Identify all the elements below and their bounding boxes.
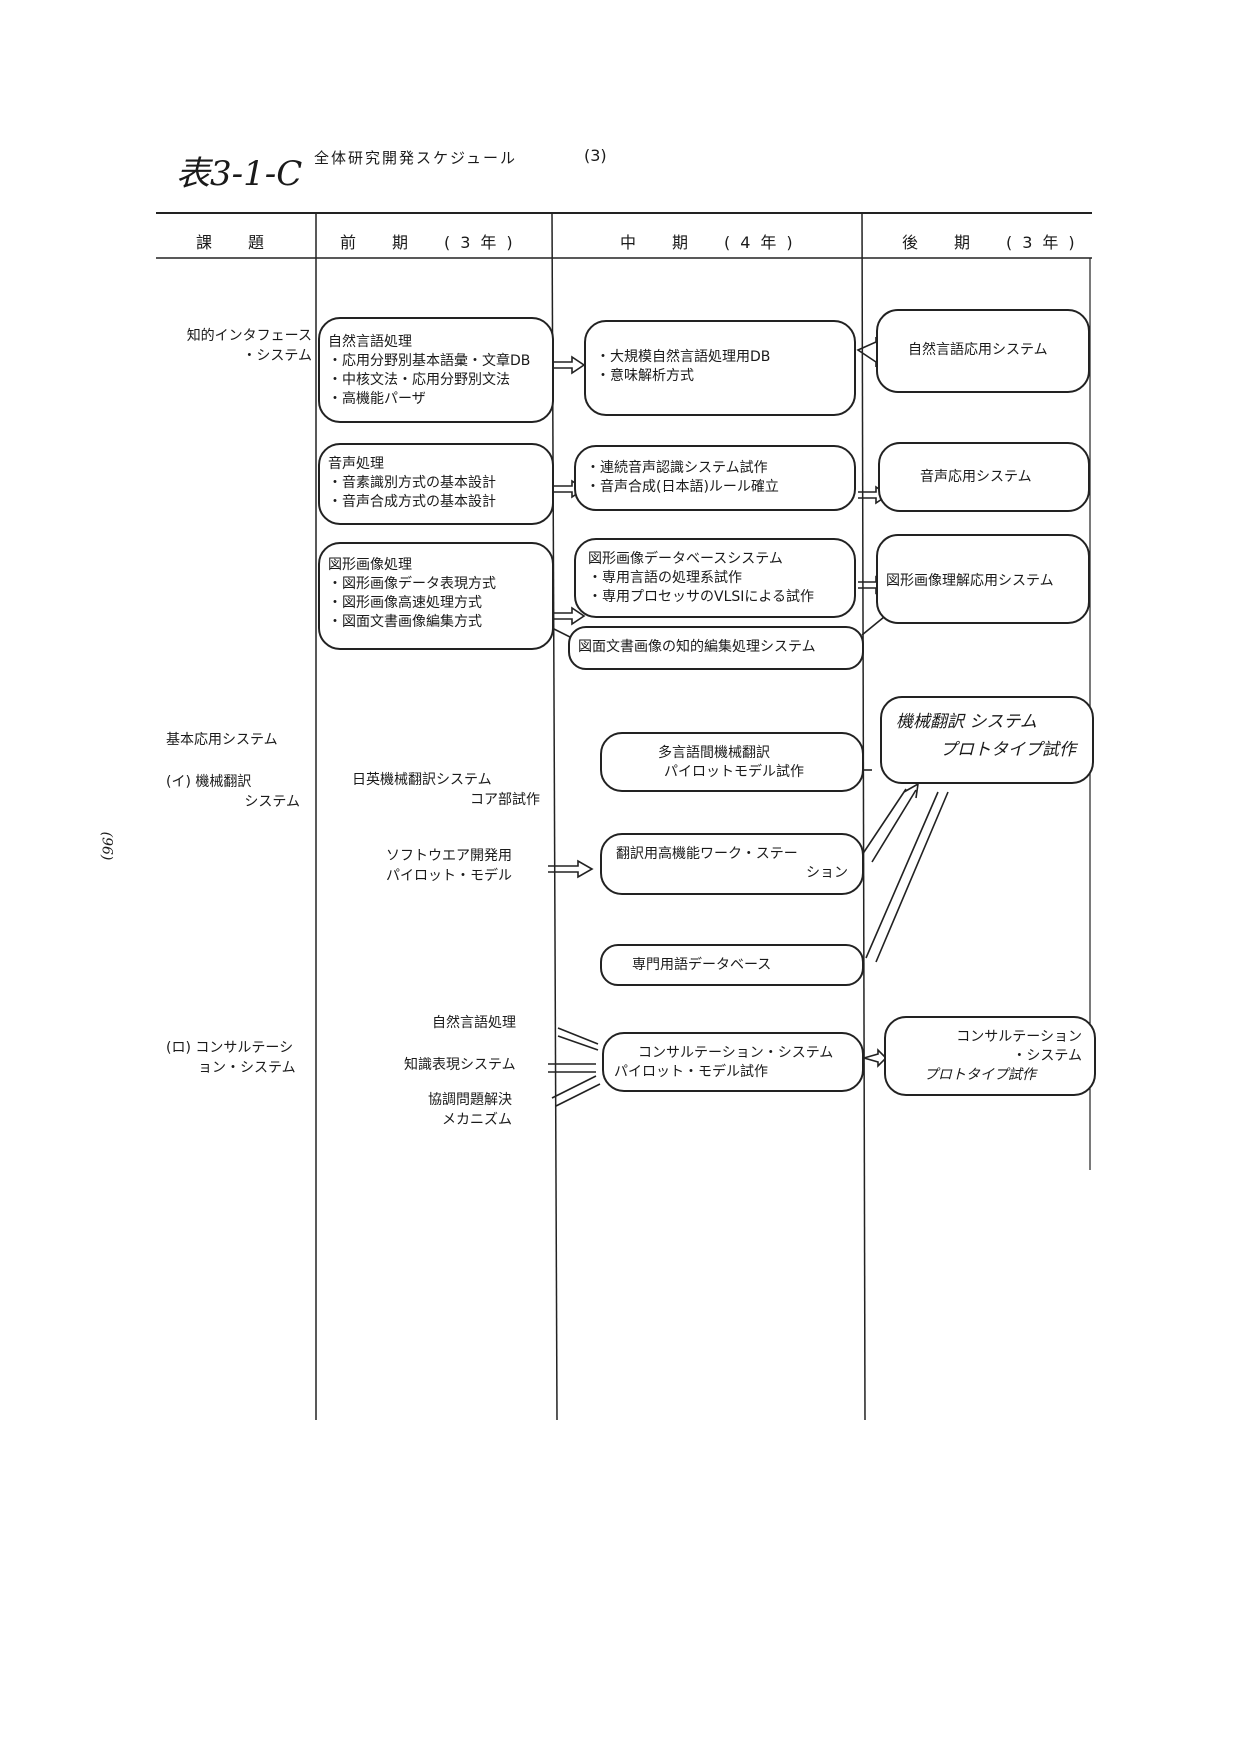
arrow-ws-mt [861, 782, 920, 863]
early-mt-soft: ソフトウエア開発用 パイロット・モデル [374, 846, 544, 886]
late-image-box: 図形画像理解応用システム [876, 534, 1090, 624]
early-mt-core-1: コア部試作 [470, 792, 540, 808]
topic-consult: (ロ) コンサルテーシ ョン・システム [166, 1038, 296, 1078]
mid-speech-1: ・音声合成(日本語)ルール確立 [586, 479, 779, 495]
topic-mt-line2: システム [244, 794, 300, 810]
mid-speech-0: ・連続音声認識システム試作 [586, 460, 768, 476]
early-speech-0: 音声処理 [328, 456, 384, 472]
early-nlp-box: 自然言語処理 ・応用分野別基本語彙・文章DB ・中核文法・応用分野別文法 ・高機… [318, 317, 554, 423]
late-mt-1: プロトタイプ試作 [940, 740, 1076, 760]
mid-speech-box: ・連続音声認識システム試作 ・音声合成(日本語)ルール確立 [574, 445, 856, 511]
arrow-mt-soft [548, 859, 594, 879]
mid-mt-multi-0: 多言語間機械翻訳 [658, 745, 770, 761]
early-c-coop-0: 協調問題解決 [428, 1092, 512, 1108]
early-image-1: ・図形画像データ表現方式 [328, 576, 496, 592]
late-consult-box: コンサルテーション ・システム プロトタイプ試作 [884, 1016, 1096, 1096]
early-c-kr: 知識表現システム [404, 1057, 516, 1073]
header-early: 前 期 (3年) [340, 233, 523, 252]
early-mt-soft-1: パイロット・モデル [386, 868, 512, 884]
mid-consult-box: コンサルテーション・システム パイロット・モデル試作 [602, 1032, 864, 1092]
early-mt-core: 日英機械翻訳システム コア部試作 [340, 770, 540, 810]
mid-consult-1: パイロット・モデル試作 [614, 1064, 768, 1080]
arrow-consult-late [863, 1048, 888, 1068]
arrow-c-kr [548, 1063, 596, 1073]
late-nlp: 自然言語応用システム [908, 342, 1048, 358]
late-consult-0: コンサルテーション [956, 1029, 1082, 1045]
mid-mt-multi-box: 多言語間機械翻訳 パイロットモデル試作 [600, 732, 864, 792]
mid-nlp-box: ・大規模自然言語処理用DB ・意味解析方式 [584, 320, 856, 416]
mid-mt-ws-1: ション [806, 865, 848, 881]
topic-mt-line1: (イ) 機械翻訳 [166, 774, 252, 790]
mid-mt-db-box: 専門用語データベース [600, 944, 864, 986]
topic-basic: 基本応用システム [166, 732, 278, 748]
mid-doc-box: 図面文書画像の知的編集処理システム [568, 626, 864, 670]
mid-nlp-1: ・意味解析方式 [596, 368, 694, 384]
header-mid: 中 期 (4年) [620, 233, 803, 252]
mid-doc: 図面文書画像の知的編集処理システム [578, 639, 816, 655]
late-image: 図形画像理解応用システム [886, 573, 1054, 589]
header-topic: 課 題 [196, 233, 275, 252]
early-mt-core-0: 日英機械翻訳システム [352, 772, 492, 788]
mid-mt-multi-1: パイロットモデル試作 [664, 764, 804, 780]
arrow-image [553, 606, 586, 626]
mid-mt-ws-box: 翻訳用高機能ワーク・ステー ション [600, 833, 864, 895]
early-image-2: ・図形画像高速処理方式 [328, 595, 482, 611]
early-speech-1: ・音素識別方式の基本設計 [328, 475, 496, 491]
title-number: (3) [584, 146, 607, 165]
header-late: 後 期 (3年) [902, 233, 1085, 252]
early-c-coop: 協調問題解決 メカニズム [428, 1090, 512, 1130]
mid-mt-ws-0: 翻訳用高機能ワーク・ステー [616, 846, 798, 862]
mid-consult-0: コンサルテーション・システム [638, 1045, 834, 1061]
early-nlp-3: ・高機能パーザ [328, 391, 426, 407]
arrow-nlp [553, 355, 586, 375]
early-image-box: 図形画像処理 ・図形画像データ表現方式 ・図形画像高速処理方式 ・図面文書画像編… [318, 542, 554, 650]
mid-nlp-0: ・大規模自然言語処理用DB [596, 349, 771, 365]
topic-interface-line2: ・システム [242, 348, 312, 364]
arrow-c-nlp [557, 1027, 599, 1051]
arrow-nlp-late [856, 336, 879, 368]
late-speech-box: 音声応用システム [878, 442, 1090, 512]
early-nlp-2: ・中核文法・応用分野別文法 [328, 372, 510, 388]
early-image-3: ・図面文書画像編集方式 [328, 614, 482, 630]
late-nlp-box: 自然言語応用システム [876, 309, 1090, 393]
topic-mt: (イ) 機械翻訳 システム [166, 772, 300, 812]
early-c-coop-1: メカニズム [442, 1112, 512, 1128]
mid-image-1: ・専用言語の処理系試作 [588, 570, 742, 586]
column-divider-mid [551, 212, 558, 1421]
page-title: 全体研究開発スケジュール [314, 149, 517, 167]
late-mt-0: 機械翻訳 システム [896, 712, 1037, 732]
early-speech-2: ・音声合成方式の基本設計 [328, 494, 496, 510]
mid-image-2: ・専用プロセッサのVLSIによる試作 [588, 589, 814, 605]
mid-image-0: 図形画像データベースシステム [588, 551, 783, 567]
arrow-db-mt [865, 791, 949, 963]
handwritten-table-number: 表3-1-C [176, 154, 303, 194]
late-consult-1: ・システム [1012, 1048, 1082, 1064]
early-mt-soft-0: ソフトウエア開発用 [386, 848, 512, 864]
topic-interface-line1: 知的インタフェース [186, 328, 312, 344]
mid-image-box: 図形画像データベースシステム ・専用言語の処理系試作 ・専用プロセッサのVLSI… [574, 538, 856, 618]
early-speech-box: 音声処理 ・音素識別方式の基本設計 ・音声合成方式の基本設計 [318, 443, 554, 525]
early-nlp-1: ・応用分野別基本語彙・文章DB [328, 353, 531, 369]
early-image-0: 図形画像処理 [328, 557, 412, 573]
topic-interface: 知的インタフェース ・システム [176, 326, 312, 366]
early-nlp-0: 自然言語処理 [328, 334, 412, 350]
topic-consult-line2: ョン・システム [198, 1060, 296, 1076]
topic-consult-line1: (ロ) コンサルテーシ [166, 1040, 294, 1056]
early-c-nlp: 自然言語処理 [432, 1015, 516, 1031]
mid-mt-db: 専門用語データベース [632, 957, 772, 973]
arrow-c-coop [551, 1075, 601, 1107]
column-divider-late [861, 212, 866, 1421]
late-mt-box: 機械翻訳 システム プロトタイプ試作 [880, 696, 1094, 784]
late-speech: 音声応用システム [920, 469, 1032, 485]
arrow-doc-late [861, 616, 885, 636]
late-consult-2: プロトタイプ試作 [924, 1067, 1036, 1083]
